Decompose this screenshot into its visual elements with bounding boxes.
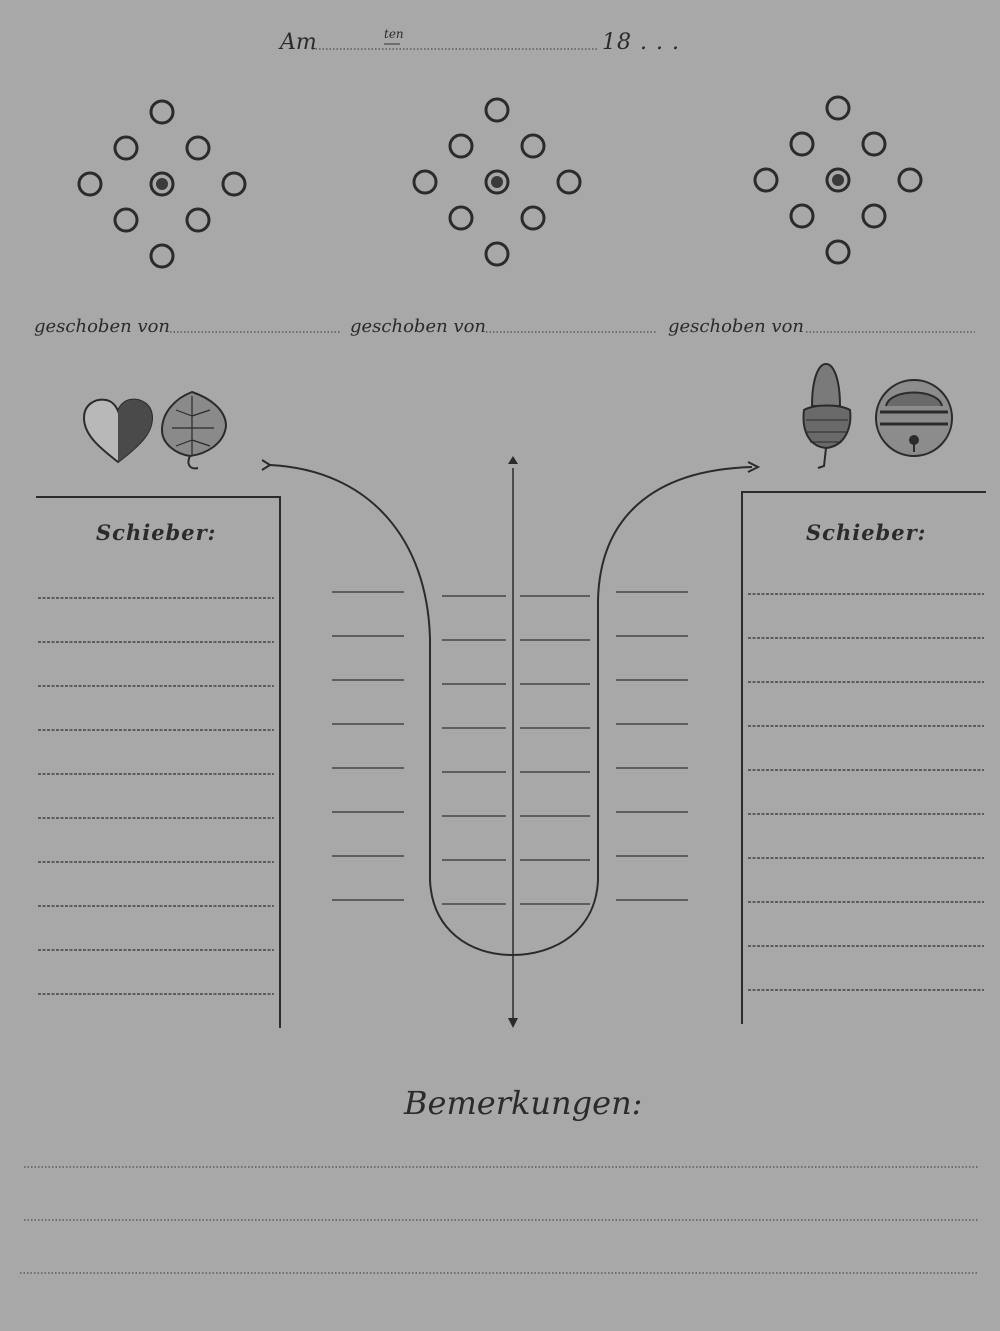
pin-icon xyxy=(556,169,582,195)
pin-icon xyxy=(221,171,247,197)
left-arrow-head xyxy=(261,459,272,471)
pin-icon xyxy=(412,169,438,195)
alley-curve xyxy=(269,464,753,957)
pin-icon xyxy=(825,95,851,121)
leaf-icon xyxy=(160,390,228,470)
pushed-by-label-2: geschoben von xyxy=(350,316,487,337)
axis-bottom-ornament xyxy=(508,1018,518,1028)
pin-icon xyxy=(77,171,103,197)
left-score-table-frame xyxy=(36,496,281,1028)
pin-icon xyxy=(861,131,887,157)
pushed-by-label-3: geschoben von xyxy=(668,316,805,337)
center-score-lines xyxy=(332,591,688,905)
heart-icon xyxy=(82,398,154,464)
pin-icon xyxy=(789,203,815,229)
pin-icon xyxy=(448,133,474,159)
right-table-title: Schieber: xyxy=(806,520,927,545)
axis-top-ornament xyxy=(508,456,518,464)
date-am-label: Am xyxy=(280,30,317,55)
pin-icon xyxy=(113,207,139,233)
pin-icon xyxy=(448,205,474,231)
pin-diagrams xyxy=(77,95,923,269)
right-score-table-frame xyxy=(741,491,986,1024)
pin-icon xyxy=(149,171,175,197)
date-ten-label: ten xyxy=(384,27,404,41)
date-year-label: 18 . . . xyxy=(602,30,680,55)
pin-icon xyxy=(789,131,815,157)
pin-icon xyxy=(484,97,510,123)
pin-icon xyxy=(825,167,851,193)
pin-icon xyxy=(861,203,887,229)
remarks-title: Bemerkungen: xyxy=(404,1084,643,1122)
pin-icon xyxy=(897,167,923,193)
left-table-title: Schieber: xyxy=(96,520,217,545)
right-score-lines xyxy=(748,593,984,991)
right-arrow-head xyxy=(747,461,761,473)
pin-icon xyxy=(520,133,546,159)
pushed-by-label-1: geschoben von xyxy=(34,316,171,337)
pin-icon xyxy=(113,135,139,161)
bell-icon xyxy=(875,379,953,457)
pin-icon xyxy=(520,205,546,231)
pin-icon xyxy=(753,167,779,193)
pin-icon xyxy=(484,169,510,195)
pin-icon xyxy=(149,243,175,269)
pin-icon xyxy=(825,239,851,265)
pin-icon xyxy=(149,99,175,125)
pin-icon xyxy=(185,135,211,161)
left-score-lines xyxy=(38,597,274,995)
pin-icon xyxy=(484,241,510,267)
pin-icon xyxy=(185,207,211,233)
acorn-icon xyxy=(802,362,852,469)
